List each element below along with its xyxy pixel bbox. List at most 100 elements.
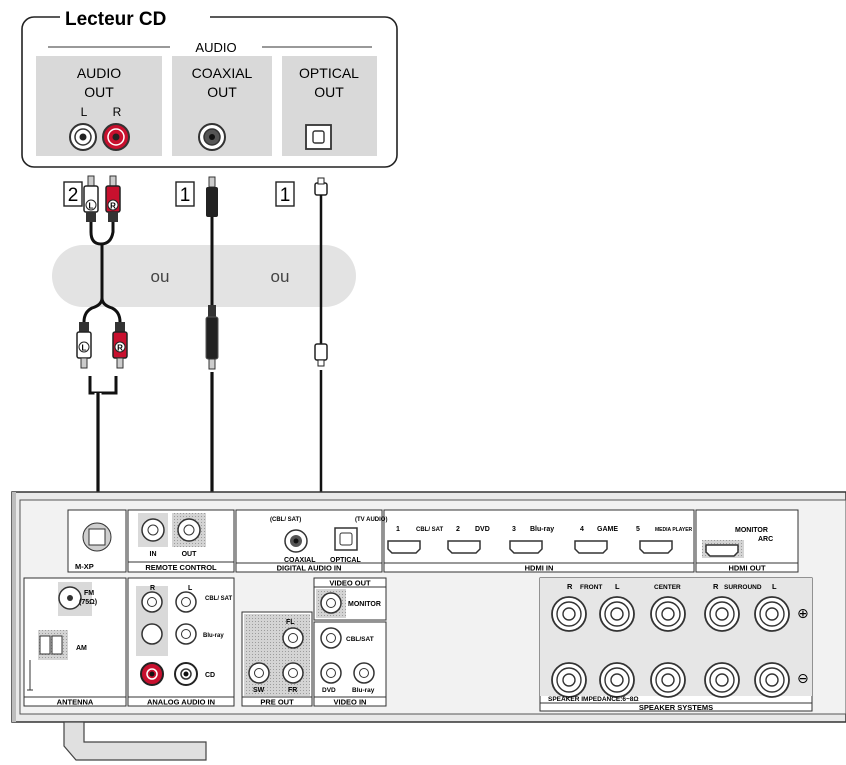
hdmi-out-label: HDMI OUT xyxy=(728,564,765,573)
svg-text:CENTER: CENTER xyxy=(654,584,681,591)
cd-audio-out-r-jack xyxy=(102,123,130,151)
svg-text:IN: IN xyxy=(150,551,157,558)
speaker-terminal xyxy=(599,596,635,632)
svg-text:DVD: DVD xyxy=(322,687,336,694)
svg-text:2: 2 xyxy=(456,526,460,533)
svg-text:Blu-ray: Blu-ray xyxy=(530,526,554,533)
svg-text:Blu-ray: Blu-ray xyxy=(203,633,224,639)
svg-text:Blu-ray: Blu-ray xyxy=(352,687,375,694)
coaxial-out-label-2: OUT xyxy=(207,84,237,100)
svg-text:ARC: ARC xyxy=(758,536,773,543)
or-label-2: ou xyxy=(271,267,290,286)
audio-out-label-1: AUDIO xyxy=(77,65,121,81)
av-receiver: M-XP IN OUT REMOTE CONTROL (CBL/ SAT) (T… xyxy=(11,491,846,761)
speaker-terminal xyxy=(599,662,635,698)
svg-text:SPEAKER IMPEDANCE:6~8Ω: SPEAKER IMPEDANCE:6~8Ω xyxy=(548,696,639,703)
svg-text:MEDIA PLAYER: MEDIA PLAYER xyxy=(655,527,693,533)
cable-number-coaxial: 1 xyxy=(175,181,195,207)
speaker-terminal xyxy=(551,596,587,632)
audio-out-r: R xyxy=(113,105,122,119)
video-in-label: VIDEO IN xyxy=(334,698,367,707)
hdmi-in-ports xyxy=(387,540,673,554)
svg-text:5: 5 xyxy=(636,526,640,533)
cd-audio-out-l-jack xyxy=(69,123,97,151)
speaker-terminal xyxy=(551,662,587,698)
speaker-terminal xyxy=(754,596,790,632)
speaker-terminals xyxy=(551,596,790,698)
mxport-label: M-XP xyxy=(75,562,94,571)
svg-text:1: 1 xyxy=(280,185,291,206)
optical-out-label-2: OUT xyxy=(314,84,344,100)
plug-letter-r-top: R xyxy=(110,202,116,211)
cd-player: Lecteur CD AUDIO AUDIO OUT L R COAXIAL O… xyxy=(21,6,398,168)
svg-text:L: L xyxy=(772,582,777,591)
optical-out-label-1: OPTICAL xyxy=(299,65,359,81)
svg-text:OPTICAL: OPTICAL xyxy=(330,557,361,564)
svg-text:MONITOR: MONITOR xyxy=(735,527,768,534)
svg-text:R: R xyxy=(567,582,573,591)
svg-text:2: 2 xyxy=(68,185,79,206)
hdmi-in-label: HDMI IN xyxy=(525,564,554,573)
svg-text:⊕: ⊕ xyxy=(797,605,809,621)
svg-text:(75Ω): (75Ω) xyxy=(79,599,97,606)
svg-text:FRONT: FRONT xyxy=(580,584,602,591)
svg-text:CBL/ SAT: CBL/ SAT xyxy=(416,527,444,533)
svg-text:FR: FR xyxy=(288,687,297,694)
svg-text:MONITOR: MONITOR xyxy=(348,601,381,608)
cd-player-title: Lecteur CD xyxy=(65,9,166,30)
audio-out-l: L xyxy=(81,105,88,119)
video-out-label: VIDEO OUT xyxy=(329,579,371,588)
svg-text:1: 1 xyxy=(396,526,400,533)
plug-letter-l-bottom: L xyxy=(82,344,87,353)
cd-coaxial-out-jack xyxy=(198,123,226,151)
svg-text:DVD: DVD xyxy=(475,526,490,533)
remote-control-label: REMOTE CONTROL xyxy=(145,563,217,572)
svg-text:(TV AUDIO): (TV AUDIO) xyxy=(355,517,387,523)
svg-text:FM: FM xyxy=(84,590,94,597)
cable-number-optical: 1 xyxy=(275,181,295,207)
svg-text:OUT: OUT xyxy=(182,551,198,558)
svg-text:SURROUND: SURROUND xyxy=(724,584,762,591)
svg-text:CBL/SAT: CBL/SAT xyxy=(346,636,374,643)
svg-text:⊖: ⊖ xyxy=(797,670,809,686)
coaxial-out-label-1: COAXIAL xyxy=(192,65,253,81)
svg-text:COAXIAL: COAXIAL xyxy=(284,557,316,564)
svg-text:CBL/ SAT: CBL/ SAT xyxy=(205,596,233,602)
svg-text:SW: SW xyxy=(253,687,265,694)
svg-text:(CBL/ SAT): (CBL/ SAT) xyxy=(270,517,301,523)
alternative-band xyxy=(52,245,356,307)
coaxial-cable xyxy=(205,176,290,545)
audio-out-label-2: OUT xyxy=(84,84,114,100)
svg-text:L: L xyxy=(188,585,193,592)
cd-optical-out-jack xyxy=(305,124,332,150)
or-label-1: ou xyxy=(151,267,170,286)
pre-out-label: PRE OUT xyxy=(260,698,294,707)
audio-group-label: AUDIO xyxy=(195,40,236,55)
speaker-terminal xyxy=(754,662,790,698)
speaker-systems-label: SPEAKER SYSTEMS xyxy=(639,703,713,712)
speaker-terminal xyxy=(704,662,740,698)
svg-text:1: 1 xyxy=(180,185,191,206)
speaker-terminal xyxy=(650,662,686,698)
svg-text:4: 4 xyxy=(580,526,584,533)
svg-text:AM: AM xyxy=(76,645,87,652)
svg-text:GAME: GAME xyxy=(597,526,618,533)
cable-number-analog: 2 xyxy=(63,181,83,207)
svg-text:CD: CD xyxy=(205,672,215,679)
analog-in-jacks xyxy=(141,591,197,645)
digital-audio-in-label: DIGITAL AUDIO IN xyxy=(277,564,342,573)
speaker-terminal xyxy=(650,596,686,632)
analog-audio-in-label: ANALOG AUDIO IN xyxy=(147,698,215,707)
antenna-label: ANTENNA xyxy=(57,698,94,707)
optical-cable xyxy=(314,177,348,530)
speaker-terminal xyxy=(704,596,740,632)
svg-text:R: R xyxy=(150,585,155,592)
plug-letter-l-top: L xyxy=(89,202,94,211)
svg-text:L: L xyxy=(615,582,620,591)
svg-text:FL: FL xyxy=(286,619,295,626)
analog-in-cd-jacks xyxy=(140,662,198,686)
svg-text:R: R xyxy=(713,582,719,591)
svg-text:3: 3 xyxy=(512,526,516,533)
